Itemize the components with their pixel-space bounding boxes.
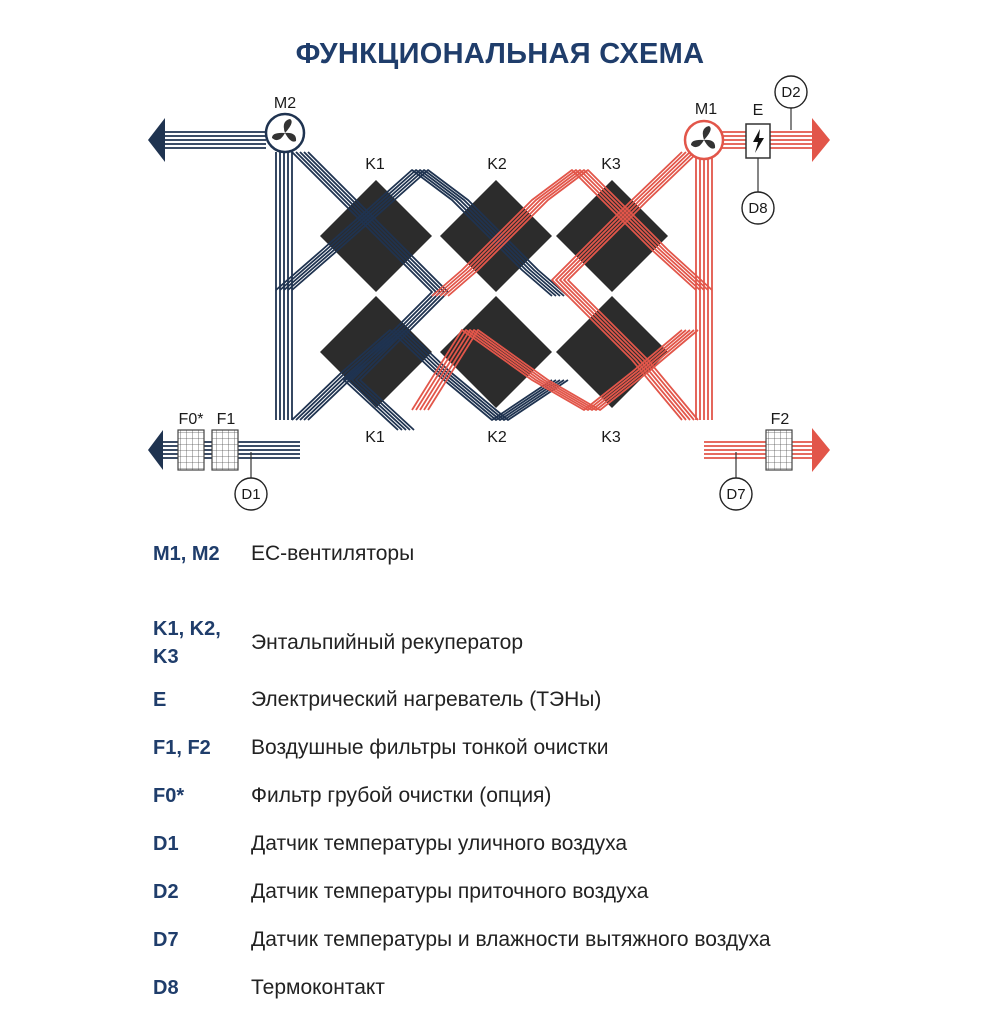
- legend-row: D7 Датчик температуры и влажности вытяжн…: [153, 926, 953, 974]
- sensor-d8: D8: [741, 158, 775, 225]
- legend-code: K1, K2, K3: [153, 618, 221, 668]
- channel-line: [439, 169, 705, 297]
- fan-m2-icon: [264, 112, 306, 154]
- heater-label: E: [753, 102, 764, 119]
- legend-code: D2: [153, 881, 179, 903]
- channel-line: [275, 169, 553, 297]
- legend-row: E Электрический нагреватель (ТЭНы): [153, 686, 953, 734]
- sensor-d1: D1: [234, 452, 268, 511]
- legend-code: D7: [153, 929, 179, 951]
- fan-m2-label: M2: [274, 95, 296, 112]
- legend-row: D1 Датчик температуры уличного воздуха: [153, 830, 953, 878]
- sensor-d8-label: D8: [748, 200, 767, 217]
- channel-line: [431, 169, 697, 297]
- channel-line: [559, 151, 691, 421]
- legend-row: F1, F2 Воздушные фильтры тонкой очистки: [153, 734, 953, 782]
- exchanger-label-top: K2: [487, 156, 507, 173]
- legend-code: F1, F2: [153, 737, 211, 759]
- legend-row: M1, M2 ЕС-вентиляторы: [153, 540, 953, 600]
- filter-f1-label: F1: [217, 411, 236, 428]
- channel-line: [303, 329, 565, 421]
- channel-line: [567, 151, 699, 421]
- supply-outlet-arrow: [812, 118, 830, 162]
- exchanger-label-bottom: K3: [601, 429, 621, 446]
- legend-text: Электрический нагреватель (ТЭНы): [251, 688, 602, 711]
- channel-line: [443, 169, 709, 297]
- channel-line: [435, 169, 701, 297]
- channel-line: [283, 169, 561, 297]
- exchanger-core: [556, 296, 668, 408]
- exchanger-label-top: K3: [601, 156, 621, 173]
- channel-line: [287, 169, 565, 297]
- channel-line: [299, 329, 561, 421]
- channel-line: [279, 169, 557, 297]
- legend-code: M1, M2: [153, 543, 220, 565]
- exchanger-label-bottom: K1: [365, 429, 385, 446]
- legend-text: Энтальпийный рекуператор: [251, 631, 524, 654]
- legend-text: Датчик температуры уличного воздуха: [251, 832, 628, 855]
- legend-code: F0*: [153, 785, 185, 807]
- heater-icon: [745, 123, 771, 159]
- exchanger-label-bottom: K2: [487, 429, 507, 446]
- channel-line: [307, 329, 569, 421]
- channel-line: [415, 329, 687, 411]
- legend-code: D8: [153, 977, 179, 999]
- channel-line: [423, 329, 695, 411]
- channel-line: [427, 329, 699, 411]
- legend-text: Воздушные фильтры тонкой очистки: [251, 736, 609, 759]
- filter-f0-label: F0*: [179, 411, 204, 428]
- filter-f1-icon: [211, 429, 239, 471]
- outdoor-intake-arrow: [148, 430, 163, 470]
- sensor-d2: D2: [774, 75, 808, 130]
- legend-row: K1, K2, K3 Энтальпийный рекуператор: [153, 600, 953, 686]
- legend-row: F0* Фильтр грубой очистки (опция): [153, 782, 953, 830]
- sensor-d7-label: D7: [726, 486, 745, 503]
- channel-line: [563, 151, 695, 421]
- legend-code: D1: [153, 833, 179, 855]
- channel-line: [291, 151, 433, 431]
- legend-code: E: [153, 689, 167, 711]
- legend-row: D2 Датчик температуры приточного воздуха: [153, 878, 953, 926]
- channel-line: [447, 169, 713, 297]
- channel-line: [555, 151, 687, 421]
- channel-line: [419, 329, 691, 411]
- legend-text: Датчик температуры приточного воздуха: [251, 880, 649, 903]
- air-channels: [163, 131, 812, 459]
- legend-text: Датчик температуры и влажности вытяжного…: [251, 928, 771, 951]
- fan-m1-label: M1: [695, 101, 717, 118]
- sensor-d7: D7: [719, 452, 753, 511]
- fan-m1-icon: [683, 119, 725, 161]
- sensor-d2-label: D2: [781, 84, 800, 101]
- channel-line: [551, 151, 683, 421]
- channel-line: [291, 329, 553, 421]
- filter-f2-icon: [765, 429, 793, 471]
- filter-f0-icon: [177, 429, 205, 471]
- exhaust-outlet-arrow: [148, 118, 165, 162]
- functional-scheme: M2 M1 E F0* F1 F2 K1 K2 K3 K1 K2 K3 D1 D…: [148, 75, 830, 511]
- diagram-title: ФУНКЦИОНАЛЬНАЯ СХЕМА: [295, 38, 705, 70]
- sensor-d1-label: D1: [241, 486, 260, 503]
- extract-intake-arrow: [812, 428, 830, 472]
- filter-f2-label: F2: [771, 411, 790, 428]
- legend-row: D8 Термоконтакт: [153, 974, 953, 1014]
- legend-text: ЕС-вентиляторы: [251, 542, 415, 565]
- exchanger-label-top: K1: [365, 156, 385, 173]
- legend: M1, M2 ЕС-вентиляторы K1, K2, K3 Энтальп…: [153, 540, 953, 1014]
- channel-line: [411, 329, 683, 411]
- channel-line: [295, 329, 557, 421]
- channel-line: [291, 169, 569, 297]
- legend-text: Термоконтакт: [251, 976, 385, 999]
- legend-text: Фильтр грубой очистки (опция): [251, 784, 552, 807]
